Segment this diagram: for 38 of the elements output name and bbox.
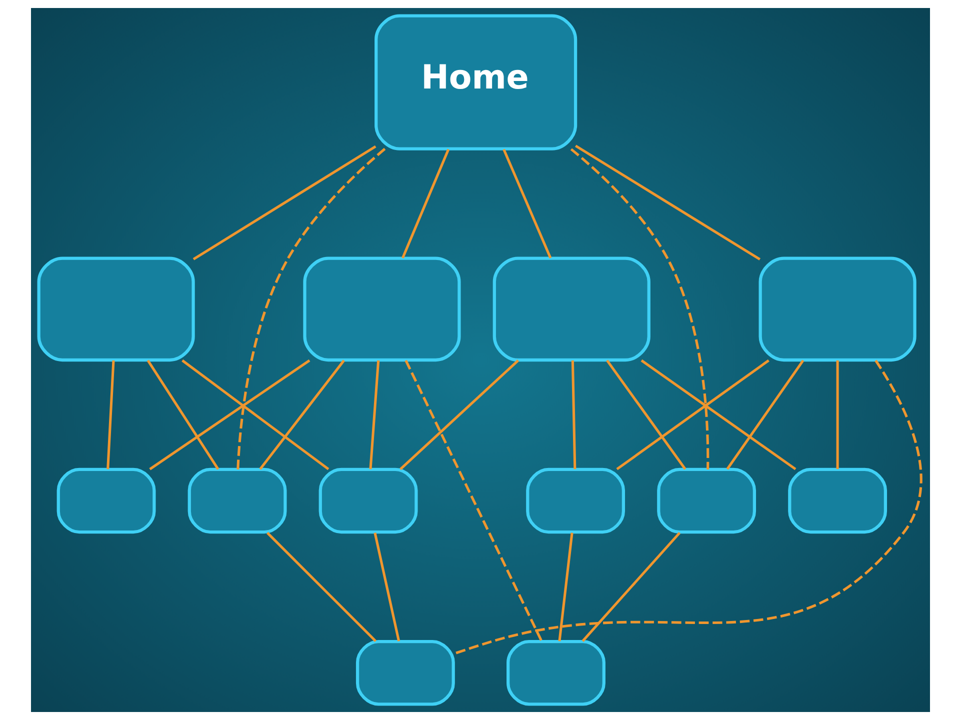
connector — [373, 532, 400, 642]
connector — [368, 360, 380, 470]
connector — [640, 359, 796, 470]
connector — [401, 148, 450, 258]
node-box — [36, 256, 194, 362]
connector — [558, 532, 573, 642]
node-box — [302, 256, 460, 362]
connector — [502, 148, 552, 259]
node-box — [318, 468, 418, 534]
node-box — [355, 640, 454, 706]
node-box — [56, 468, 156, 534]
connector — [616, 359, 769, 470]
connector — [148, 359, 310, 470]
connector — [726, 360, 804, 470]
connector — [452, 360, 922, 656]
connector — [836, 360, 838, 470]
connector — [236, 148, 386, 470]
node-box: Home — [374, 14, 577, 150]
connector — [106, 360, 114, 470]
node-box — [506, 640, 605, 706]
connector — [574, 144, 760, 260]
connector — [192, 145, 376, 260]
node-box — [187, 468, 286, 534]
node-box — [758, 256, 916, 362]
connector — [181, 359, 329, 470]
connector — [570, 360, 576, 470]
connector — [258, 360, 344, 470]
node-box — [788, 468, 887, 534]
connector — [404, 360, 542, 642]
connector — [266, 532, 376, 642]
connector — [570, 148, 709, 470]
connector — [606, 360, 686, 470]
connector — [581, 532, 680, 642]
node-box — [492, 256, 650, 362]
connector — [146, 360, 219, 470]
node-box — [526, 468, 625, 534]
node-box — [656, 468, 756, 534]
connector — [399, 360, 519, 470]
